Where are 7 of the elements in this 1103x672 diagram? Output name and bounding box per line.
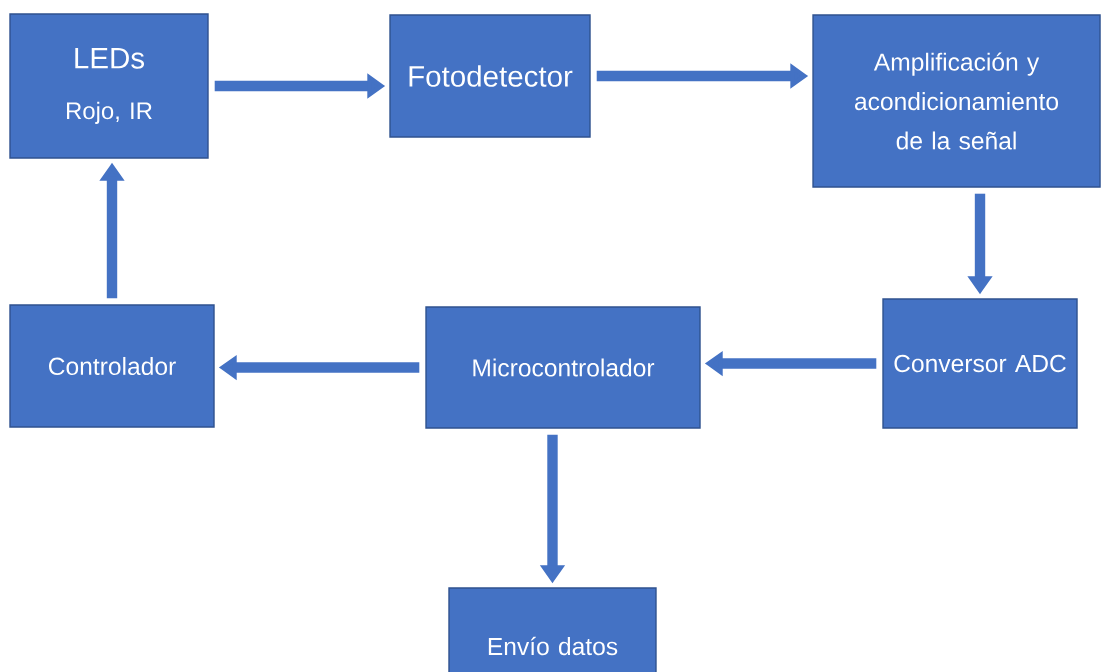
process-box: LEDs Rojo, IR [9,13,209,159]
process-box: Amplificación y acondicionamiento de la señal [812,14,1101,188]
process-box: Envío datos [448,587,657,672]
process-box: Conversor ADC [882,298,1078,429]
process-box: Microcontrolador [425,306,701,429]
process-box: Fotodetector [389,14,591,138]
process-box: Controlador [9,304,215,428]
